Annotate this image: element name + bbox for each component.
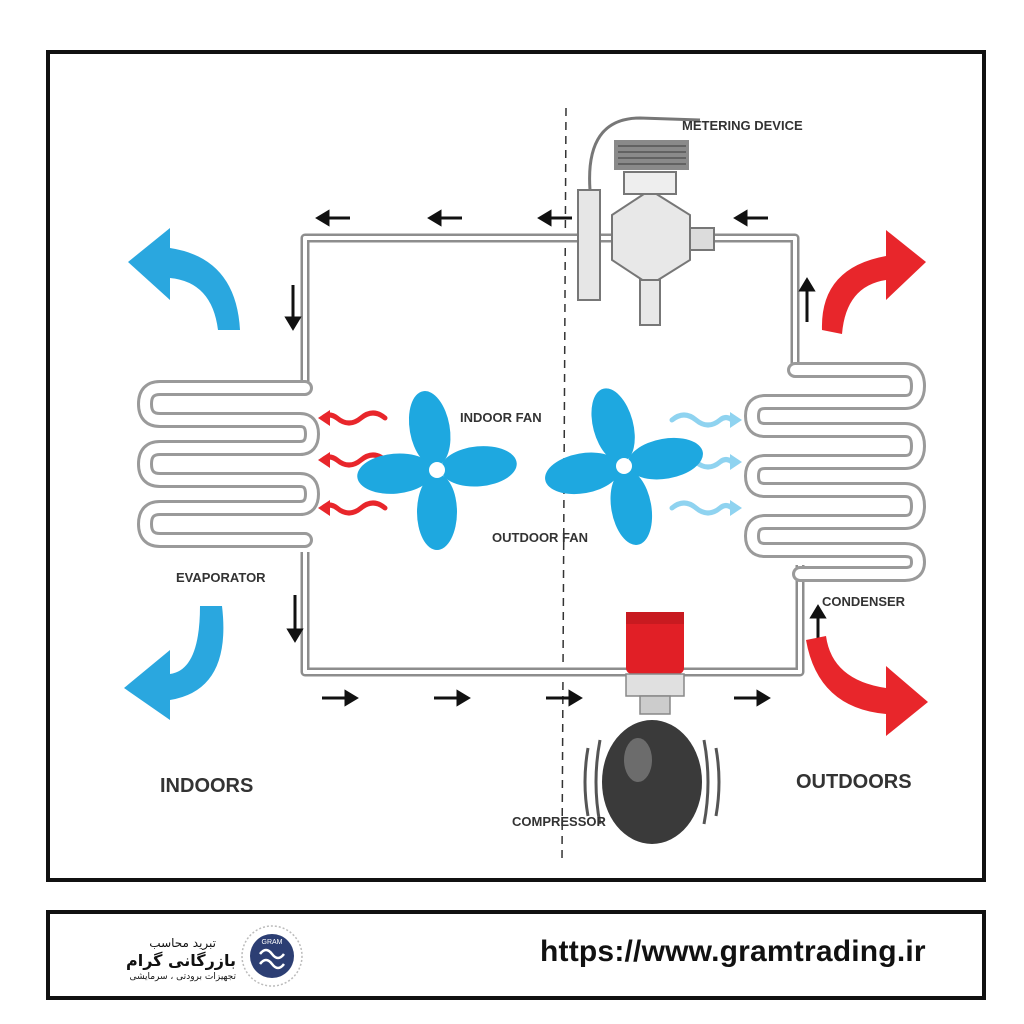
flow-arrows-top (315, 209, 768, 227)
outdoor-air-arrow-bottom (806, 636, 928, 736)
outdoor-air-arrow-top (821, 230, 926, 334)
diagram-frame (46, 50, 986, 882)
label-indoors: INDOORS (160, 775, 253, 797)
label-condenser: CONDENSER (822, 594, 906, 609)
label-indoor-fan: INDOOR FAN (460, 410, 542, 425)
indoor-air-arrow-top (128, 228, 240, 330)
website-url[interactable]: https://www.gramtrading.ir (540, 935, 926, 968)
compressor (583, 612, 721, 844)
label-outdoors: OUTDOORS (796, 771, 912, 793)
logo-text: GRAM (262, 939, 283, 946)
flow-arrows-bottom (322, 689, 771, 707)
brand-subtitle: تبرید محاسب (149, 936, 216, 950)
brand-name: بازرگانی گرام (126, 951, 236, 970)
indoor-fan (357, 391, 517, 550)
evaporator-coil (136, 380, 321, 548)
brand-tagline: تجهیزات برودتی ، سرمایشی (129, 972, 236, 982)
footer-frame (46, 910, 986, 1000)
indoor-air-arrow-bottom (124, 606, 224, 720)
label-compressor: COMPRESSOR (512, 814, 607, 829)
gram-logo: GRAM (241, 925, 303, 987)
outdoor-fan (545, 388, 703, 545)
metering-device (577, 116, 715, 326)
label-metering-device: METERING DEVICE (682, 118, 803, 133)
label-outdoor-fan: OUTDOOR FAN (492, 530, 588, 545)
label-evaporator: EVAPORATOR (176, 570, 266, 585)
